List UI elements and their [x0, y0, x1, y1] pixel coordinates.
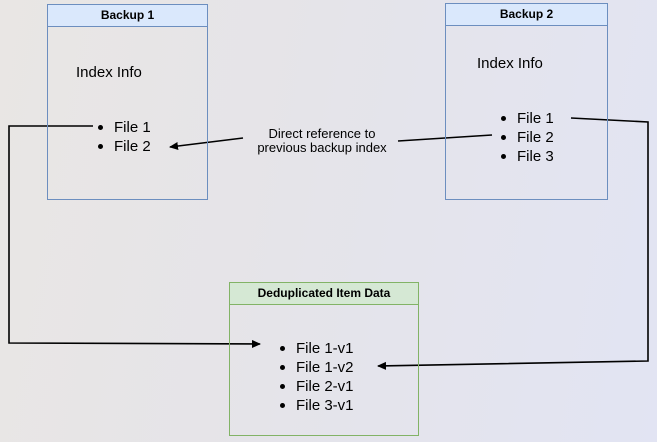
node-backup1-file-list: File 1 File 2 — [98, 118, 151, 156]
node-dedup-file-list: File 1-v1 File 1-v2 File 2-v1 File 3-v1 — [280, 339, 354, 415]
node-backup1-title: Backup 1 — [48, 5, 207, 27]
node-backup2-title: Backup 2 — [446, 4, 607, 26]
list-item: File 1-v1 — [280, 339, 354, 358]
list-item: File 2 — [98, 137, 151, 156]
node-deduplicated-item-data: Deduplicated Item Data File 1-v1 File 1-… — [229, 282, 419, 436]
list-item: File 1 — [501, 109, 554, 128]
list-item: File 2-v1 — [280, 377, 354, 396]
node-dedup-title: Deduplicated Item Data — [230, 283, 418, 305]
node-backup2-subtitle: Index Info — [477, 55, 543, 72]
node-backup1: Backup 1 Index Info File 1 File 2 — [47, 4, 208, 200]
node-backup2: Backup 2 Index Info File 1 File 2 File 3 — [445, 3, 608, 200]
list-item: File 2 — [501, 128, 554, 147]
list-item: File 1 — [98, 118, 151, 137]
list-item: File 3 — [501, 147, 554, 166]
list-item: File 3-v1 — [280, 396, 354, 415]
node-backup2-file-list: File 1 File 2 File 3 — [501, 109, 554, 166]
edge-label-direct-reference: Direct reference to previous backup inde… — [257, 126, 387, 155]
list-item: File 1-v2 — [280, 358, 354, 377]
node-backup1-subtitle: Index Info — [76, 64, 142, 81]
